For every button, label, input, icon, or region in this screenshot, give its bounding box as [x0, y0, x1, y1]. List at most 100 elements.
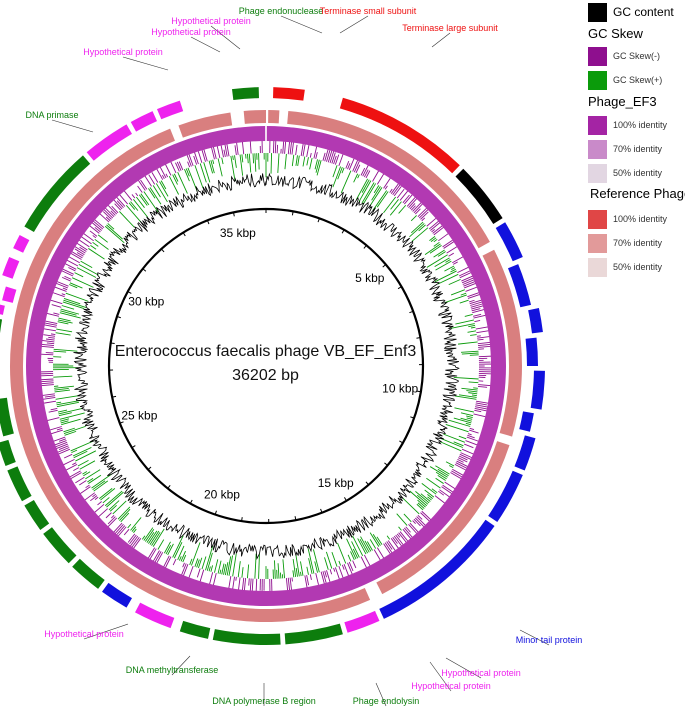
gc-skew-bar	[282, 140, 285, 154]
gc-skew-bar	[424, 243, 441, 256]
gc-skew-bar	[435, 260, 452, 271]
gene-arc	[102, 582, 132, 608]
gc-skew-bar	[57, 321, 69, 325]
gc-skew-bar	[74, 272, 84, 278]
gc-skew-bar	[451, 267, 456, 270]
gc-skew-bar	[365, 170, 371, 179]
gc-skew-bar	[415, 491, 430, 504]
annotation-label: Hypothetical protein	[171, 16, 251, 26]
gc-skew-bar	[62, 276, 71, 282]
gene-arc	[212, 629, 281, 645]
gc-skew-bar	[59, 312, 81, 319]
gc-skew-bar	[143, 527, 154, 541]
gc-skew-bar	[315, 152, 318, 159]
annotation-label: Terminase large subunit	[402, 23, 498, 33]
gc-skew-bar	[43, 334, 56, 337]
gc-skew-bar	[471, 394, 477, 397]
gc-skew-bar	[409, 203, 416, 210]
tick-mark	[206, 220, 210, 225]
gc-skew-bar	[252, 153, 255, 164]
gc-skew-bar	[44, 312, 59, 317]
gene-arc	[0, 304, 5, 315]
gc-skew-bar	[366, 541, 373, 551]
gc-skew-bar	[201, 556, 207, 570]
gc-skew-bar	[350, 551, 355, 561]
gc-skew-bar	[470, 334, 477, 336]
gc-skew-bar	[405, 526, 411, 533]
gc-skew-bar	[437, 273, 459, 285]
gc-skew-bar	[65, 292, 89, 302]
gc-skew-bar	[362, 164, 370, 177]
gc-skew-bar	[338, 560, 342, 566]
gc-skew-bar	[44, 400, 56, 404]
gc-skew-bar	[445, 259, 451, 263]
gc-skew-bar	[468, 392, 478, 395]
gc-skew-bar	[54, 388, 69, 391]
gc-skew-bar	[81, 232, 94, 242]
tick-mark	[142, 268, 147, 272]
gc-skew-bar	[470, 303, 483, 308]
gene-arc	[156, 100, 184, 120]
gc-skew-bar	[396, 513, 408, 526]
gc-skew-bar	[353, 173, 359, 183]
gc-skew-bar	[466, 390, 478, 393]
gc-skew-bar	[417, 206, 429, 218]
gc-skew-bar	[466, 415, 473, 418]
gc-skew-bar	[172, 174, 178, 185]
gc-skew-bar	[137, 185, 143, 193]
gc-skew-bar	[466, 417, 473, 420]
tick-mark	[365, 481, 369, 486]
tick-label: 25 kbp	[121, 409, 157, 423]
gc-skew-bar	[128, 202, 136, 210]
gc-skew-bar	[355, 178, 369, 200]
gc-skew-bar	[129, 534, 137, 545]
gc-skew-bar	[217, 158, 223, 177]
gc-skew-bar	[135, 192, 139, 197]
gc-skew-bar	[460, 412, 474, 417]
gc-skew-bar	[75, 450, 97, 462]
gc-skew-bar	[371, 186, 381, 201]
gc-skew-bar	[314, 561, 318, 573]
gc-skew-bar	[148, 530, 158, 544]
gc-skew-bar	[40, 339, 55, 343]
gc-skew-bar	[333, 155, 337, 165]
legend-ef3-100: 100% identity	[588, 114, 667, 136]
gc-skew-bar	[304, 575, 308, 590]
legend-ef3-50: 50% identity	[588, 162, 662, 184]
gc-skew-bar	[450, 323, 475, 329]
gc-skew-bar	[295, 155, 298, 166]
gc-skew-bar	[117, 506, 131, 520]
gc-skew-bar	[396, 533, 401, 538]
gc-skew-bar	[468, 324, 476, 328]
gc-skew-bar	[187, 167, 198, 192]
gc-skew-bar	[360, 536, 370, 553]
gc-skew-bar	[63, 453, 73, 459]
identity-rings	[9, 110, 522, 623]
gc-skew-bar	[246, 564, 250, 579]
annotation-leader	[190, 36, 221, 53]
annotation-leader	[445, 657, 482, 679]
gc-skew-bar	[454, 407, 475, 413]
gc-skew-bar	[460, 292, 467, 296]
gc-skew-bar	[274, 560, 276, 579]
gc-skew-bar	[258, 553, 260, 579]
gc-skew-bar	[359, 538, 369, 554]
gc-skew-bar	[324, 570, 327, 578]
gc-skew-bar	[98, 212, 110, 223]
gc-skew-bar	[208, 160, 214, 174]
legend-ef3-50-label: 50% identity	[613, 168, 663, 178]
gc-skew-bar	[345, 160, 350, 169]
gc-skew-bar	[471, 308, 481, 312]
tick-mark	[182, 232, 186, 237]
gc-skew-bar	[187, 161, 191, 168]
gene-arc	[284, 623, 343, 645]
gc-content-track	[73, 172, 460, 560]
gc-skew-bar	[477, 338, 484, 341]
gc-skew-bar	[97, 501, 102, 506]
gc-skew-bar	[435, 465, 450, 475]
legend-swatch-gc-minus	[588, 46, 607, 66]
gc-skew-bar	[177, 171, 188, 194]
gene-arc	[179, 620, 211, 639]
